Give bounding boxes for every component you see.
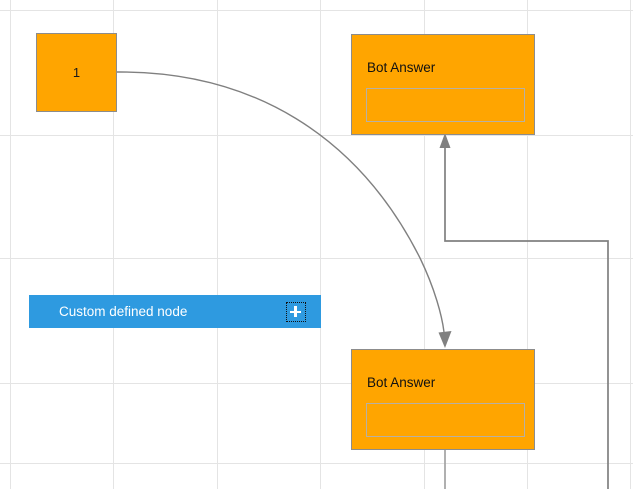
grid-line-vertical bbox=[630, 0, 631, 489]
custom-defined-node[interactable]: Custom defined node bbox=[29, 295, 321, 328]
bot-answer-title: Bot Answer bbox=[367, 60, 436, 75]
orthogonal-connector-path bbox=[444, 148, 609, 489]
plus-icon[interactable] bbox=[286, 301, 306, 322]
plus-icon-vertical-bar bbox=[294, 306, 297, 317]
grid-line-horizontal bbox=[0, 10, 633, 11]
grid-line-vertical bbox=[320, 0, 321, 489]
grid-line-vertical bbox=[217, 0, 218, 489]
grid-line-horizontal bbox=[0, 258, 633, 259]
grid-line-vertical bbox=[527, 0, 528, 489]
bot-answer-node-bottom[interactable]: Bot Answer bbox=[351, 349, 535, 450]
bot-answer-text-field[interactable] bbox=[366, 88, 525, 122]
grid-line-vertical bbox=[424, 0, 425, 489]
bot-answer-node-top[interactable]: Bot Answer bbox=[351, 34, 535, 135]
custom-defined-node-label: Custom defined node bbox=[59, 303, 188, 319]
arrowhead-up-icon bbox=[439, 133, 451, 148]
start-node[interactable]: 1 bbox=[36, 33, 117, 112]
orthogonal-connector[interactable] bbox=[439, 133, 609, 489]
grid-line-vertical bbox=[113, 0, 114, 489]
arrowhead-down-icon bbox=[438, 331, 452, 348]
bot-answer-text-field[interactable] bbox=[366, 403, 525, 437]
grid-line-horizontal bbox=[0, 463, 633, 464]
bot-answer-title: Bot Answer bbox=[367, 375, 436, 390]
curved-connector[interactable] bbox=[116, 71, 452, 348]
curved-connector-path bbox=[116, 71, 445, 333]
grid-line-vertical bbox=[10, 0, 11, 489]
grid-line-horizontal bbox=[0, 135, 633, 136]
grid-line-horizontal bbox=[0, 383, 633, 384]
start-node-label: 1 bbox=[72, 65, 81, 80]
